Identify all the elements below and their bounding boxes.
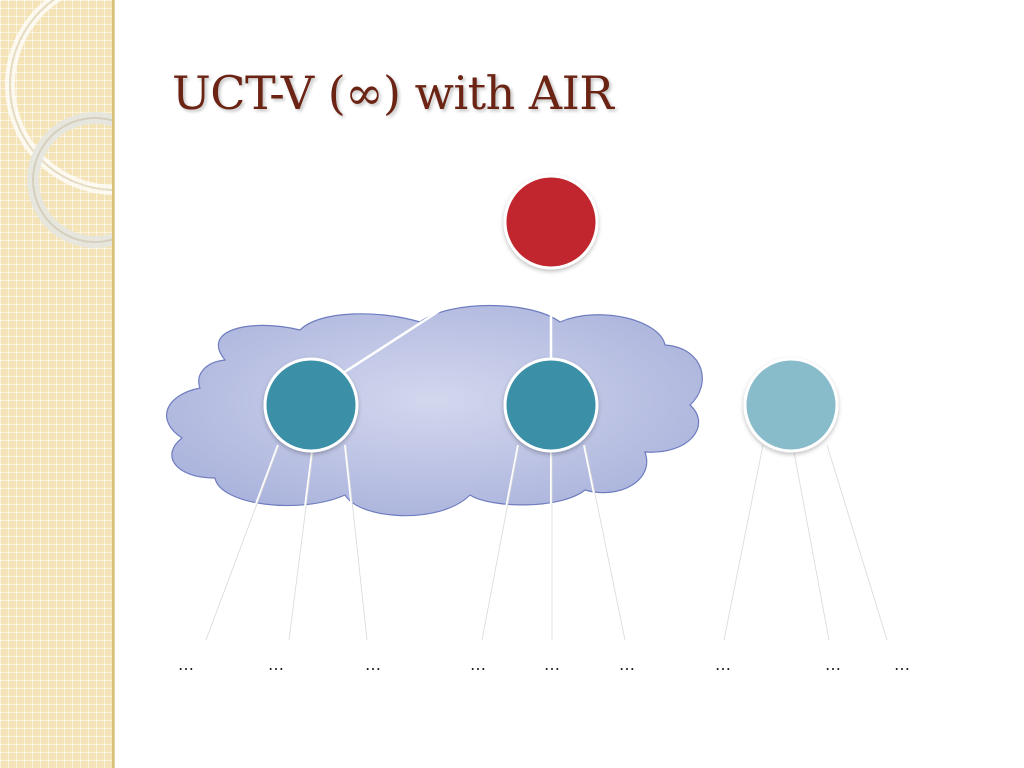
child-node-2 <box>503 357 599 453</box>
leaf-edge-outlines <box>205 444 888 641</box>
leaf-label: … <box>715 655 731 674</box>
leaf-label: … <box>619 655 635 674</box>
sidebar-divider <box>112 0 114 768</box>
leaf-label: … <box>470 655 486 674</box>
leaf-label: … <box>268 655 284 674</box>
cloud-shape <box>165 304 703 517</box>
leaf-label: … <box>544 655 560 674</box>
decorative-sidebar <box>0 0 115 768</box>
child-node-3 <box>743 357 839 453</box>
leaf-label: … <box>365 655 381 674</box>
child-node-1 <box>263 357 359 453</box>
leaf-label: … <box>825 655 841 674</box>
leaf-edges <box>204 444 887 641</box>
leaf-label: … <box>178 655 194 674</box>
sidebar-rings-graphic <box>5 0 112 248</box>
root-edges <box>339 260 761 377</box>
leaf-labels: … … … … … … … … … <box>178 655 910 674</box>
slide-title: UCT-V (∞) with AIR <box>172 66 614 120</box>
root-node <box>503 174 599 270</box>
leaf-label: … <box>894 655 910 674</box>
